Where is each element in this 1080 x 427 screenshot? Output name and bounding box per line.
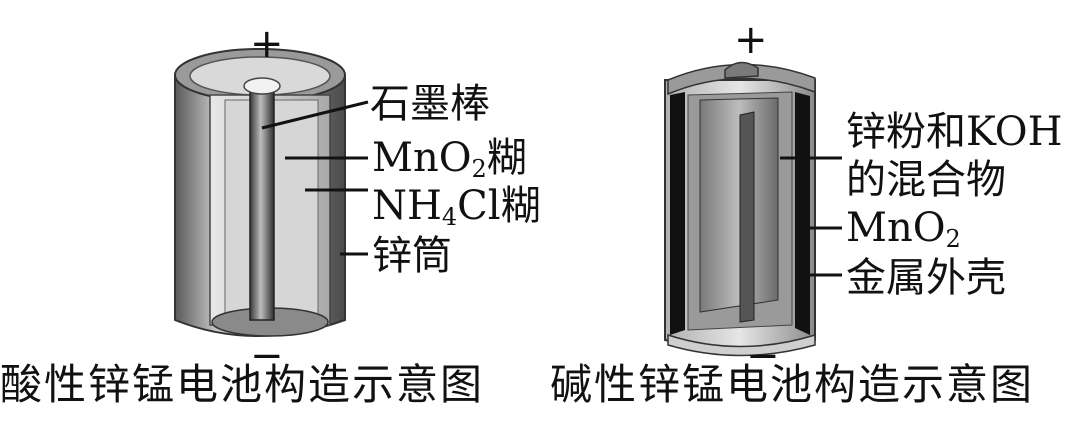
alkaline-battery-panel: + − 锌粉和KOH 的混合物 MnO2 金属外壳 碱性锌锰电池构造示意图 [540,0,1080,427]
mno2-layer-shape [670,92,685,335]
label-mno2: MnO2 [846,206,961,250]
acid-battery-panel: + − 石墨棒 MnO2糊 NH4Cl糊 锌筒 酸性锌锰电池构造示意图 [0,0,540,427]
alkaline-positive-terminal-sign: + [734,20,768,60]
label-metal-shell: 金属外壳 [846,256,1006,300]
label-zinc-can: 锌筒 [372,234,452,278]
graphite-rod-shape [250,88,274,320]
label-zinc-koh-mixture-line2: 的混合物 [846,158,1006,202]
label-zinc-koh-mixture-line1: 锌粉和KOH [846,110,1062,154]
alkaline-battery-caption: 碱性锌锰电池构造示意图 [550,360,1034,410]
acid-positive-terminal-sign: + [250,24,284,64]
label-mno2-paste: MnO2糊 [372,136,527,180]
label-graphite-rod: 石墨棒 [370,82,490,126]
acid-battery-caption: 酸性锌锰电池构造示意图 [0,360,484,410]
label-nh4cl-paste: NH4Cl糊 [372,184,541,228]
zinc-koh-mixture-shape [700,98,778,312]
